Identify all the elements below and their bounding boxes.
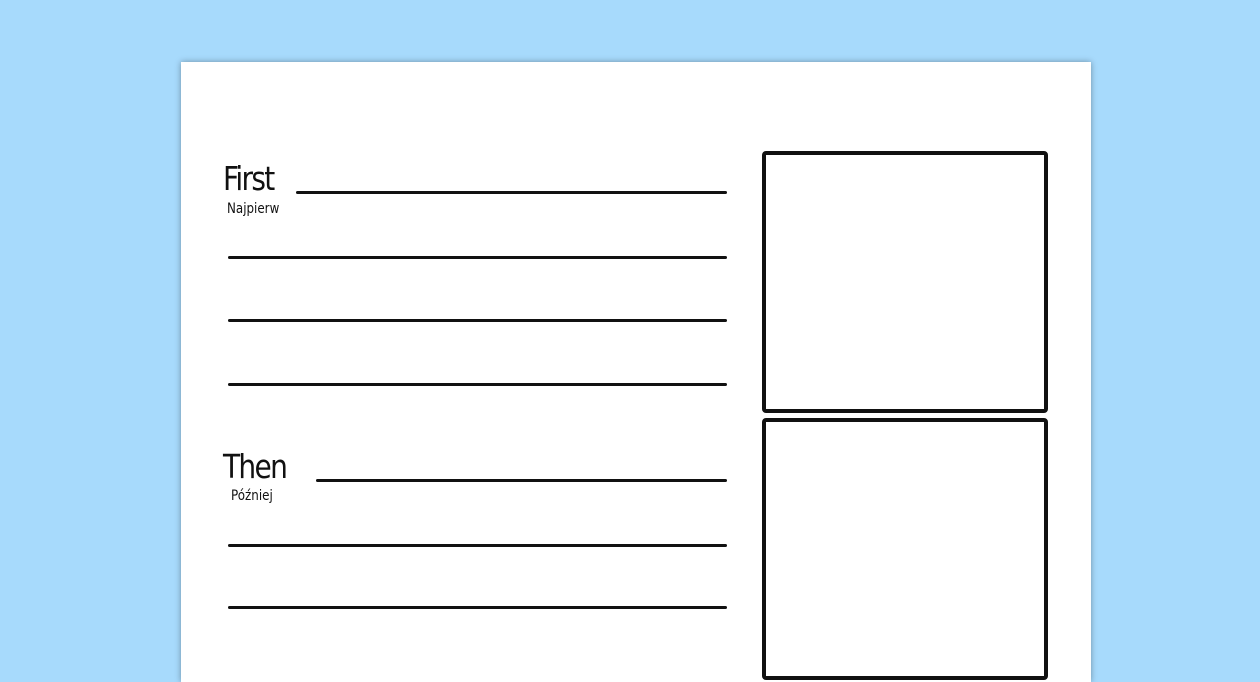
writing-line — [316, 479, 727, 482]
writing-line — [296, 191, 727, 194]
section-title-first: First — [223, 159, 275, 198]
drawing-box-then — [762, 418, 1048, 680]
section-subtitle-first: Najpierw — [227, 201, 280, 217]
writing-line — [228, 383, 727, 386]
worksheet-page: First Najpierw Then Później — [181, 62, 1091, 682]
drawing-box-first — [762, 151, 1048, 413]
writing-line — [228, 256, 727, 259]
writing-line — [228, 319, 727, 322]
writing-line — [228, 544, 727, 547]
writing-line — [228, 606, 727, 609]
section-title-then: Then — [223, 447, 288, 486]
section-subtitle-then: Później — [231, 488, 273, 504]
